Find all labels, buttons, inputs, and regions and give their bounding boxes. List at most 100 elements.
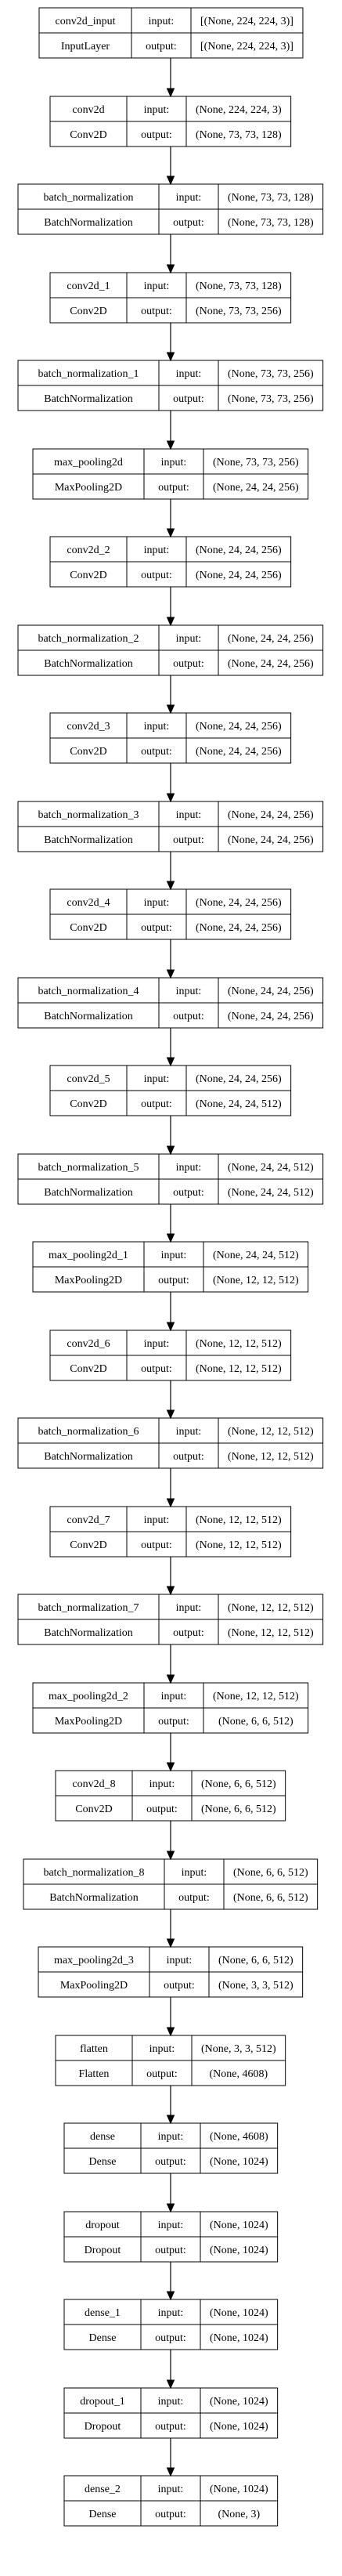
layer-name: conv2d_4	[67, 897, 110, 909]
layer-name: batch_normalization_6	[38, 1426, 139, 1438]
output-label: output:	[173, 658, 204, 670]
layer-type: Flatten	[79, 2068, 110, 2080]
layer-name: batch_normalization_1	[38, 368, 139, 380]
flow-arrow	[166, 323, 175, 362]
output-shape: (None, 12, 12, 512)	[196, 1363, 282, 1375]
input-shape: (None, 24, 24, 512)	[213, 1250, 299, 1261]
output-label: output:	[155, 2421, 186, 2433]
layer-type: BatchNormalization	[44, 834, 133, 846]
layer-type: BatchNormalization	[44, 1627, 133, 1639]
layer-node: batch_normalization_3BatchNormalizationi…	[17, 801, 324, 852]
output-label: output:	[164, 1980, 195, 1992]
input-shape: [(None, 224, 224, 3)]	[200, 16, 293, 27]
input-shape: (None, 1024)	[210, 2220, 268, 2231]
input-shape: (None, 24, 24, 256)	[196, 897, 282, 909]
input-label: input:	[176, 1426, 202, 1438]
output-label: output:	[173, 1187, 204, 1199]
input-label: input:	[144, 897, 170, 909]
layer-name: conv2d_1	[67, 280, 110, 292]
layer-name: conv2d_3	[67, 721, 110, 733]
output-label: output:	[141, 570, 172, 581]
input-label: input:	[144, 545, 170, 556]
input-shape: (None, 1024)	[210, 2396, 268, 2408]
input-shape: (None, 73, 73, 128)	[196, 280, 282, 292]
layer-name: dense_1	[85, 2307, 121, 2319]
layer-node: batch_normalization_4BatchNormalizationi…	[17, 977, 324, 1029]
input-label: input:	[161, 457, 187, 469]
layer-name: conv2d_2	[67, 545, 110, 556]
layer-name: batch_normalization	[43, 192, 133, 204]
output-shape: (None, 73, 73, 256)	[196, 306, 282, 317]
layer-type: BatchNormalization	[44, 1187, 133, 1199]
flow-arrow	[166, 1644, 175, 1684]
layer-name: dense_2	[85, 2484, 121, 2495]
output-shape: (None, 24, 24, 256)	[228, 658, 314, 670]
layer-node: max_pooling2d_3MaxPooling2Dinput:output:…	[38, 1946, 304, 1998]
input-label: input:	[144, 1338, 170, 1350]
input-label: input:	[176, 809, 202, 821]
output-shape: (None, 3)	[218, 2509, 261, 2520]
input-label: input:	[144, 721, 170, 733]
layer-node: max_pooling2d_1MaxPooling2Dinput:output:…	[32, 1241, 309, 1293]
layer-type: Conv2D	[70, 1098, 106, 1110]
output-label: output:	[158, 482, 189, 494]
input-label: input:	[158, 2307, 184, 2319]
layer-type: Conv2D	[75, 1804, 112, 1815]
input-label: input:	[176, 368, 202, 380]
output-shape: (None, 6, 6, 512)	[233, 1892, 308, 1904]
flow-arrow	[166, 939, 175, 979]
output-shape: (None, 1024)	[210, 2245, 268, 2256]
output-shape: (None, 24, 24, 256)	[196, 570, 282, 581]
input-shape: (None, 73, 73, 128)	[228, 192, 314, 204]
flow-arrow	[166, 852, 175, 891]
output-shape: (None, 12, 12, 512)	[213, 1275, 299, 1286]
output-shape: (None, 3, 3, 512)	[218, 1980, 293, 1992]
input-shape: (None, 24, 24, 256)	[228, 809, 314, 821]
output-shape: (None, 73, 73, 128)	[196, 129, 282, 141]
layer-type: Conv2D	[70, 306, 106, 317]
output-label: output:	[178, 1892, 210, 1904]
input-shape: (None, 224, 224, 3)	[196, 104, 282, 116]
output-label: output:	[155, 2509, 186, 2520]
layer-node: batch_normalization_6BatchNormalizationi…	[17, 1417, 324, 1469]
output-label: output:	[141, 1539, 172, 1551]
flow-arrow	[166, 1821, 175, 1861]
input-shape: (None, 24, 24, 256)	[228, 986, 314, 997]
input-label: input:	[158, 2396, 184, 2408]
output-label: output:	[158, 1275, 189, 1286]
layer-name: max_pooling2d	[54, 457, 123, 469]
layer-type: BatchNormalization	[49, 1892, 139, 1904]
output-shape: (None, 24, 24, 256)	[228, 834, 314, 846]
output-shape: (None, 6, 6, 512)	[201, 1804, 276, 1815]
layer-node: batch_normalization_2BatchNormalizationi…	[17, 624, 324, 676]
input-label: input:	[144, 280, 170, 292]
layer-type: BatchNormalization	[44, 217, 133, 229]
layer-type: Dense	[89, 2509, 117, 2520]
input-label: input:	[149, 16, 175, 27]
layer-type: MaxPooling2D	[60, 1980, 128, 1992]
input-label: input:	[176, 1602, 202, 1614]
input-shape: (None, 4608)	[210, 2131, 268, 2143]
flow-arrow	[166, 2086, 175, 2125]
layer-name: conv2d_input	[56, 16, 116, 27]
layer-name: conv2d_6	[67, 1338, 110, 1350]
flow-arrow	[166, 1028, 175, 1067]
flow-arrow	[166, 587, 175, 627]
layer-type: BatchNormalization	[44, 393, 133, 405]
flow-arrow	[166, 763, 175, 803]
output-label: output:	[141, 129, 172, 141]
layer-node: batch_normalization_7BatchNormalizationi…	[17, 1594, 324, 1645]
output-label: output:	[173, 834, 204, 846]
layer-type: Dense	[89, 2156, 117, 2168]
output-label: output:	[173, 217, 204, 229]
